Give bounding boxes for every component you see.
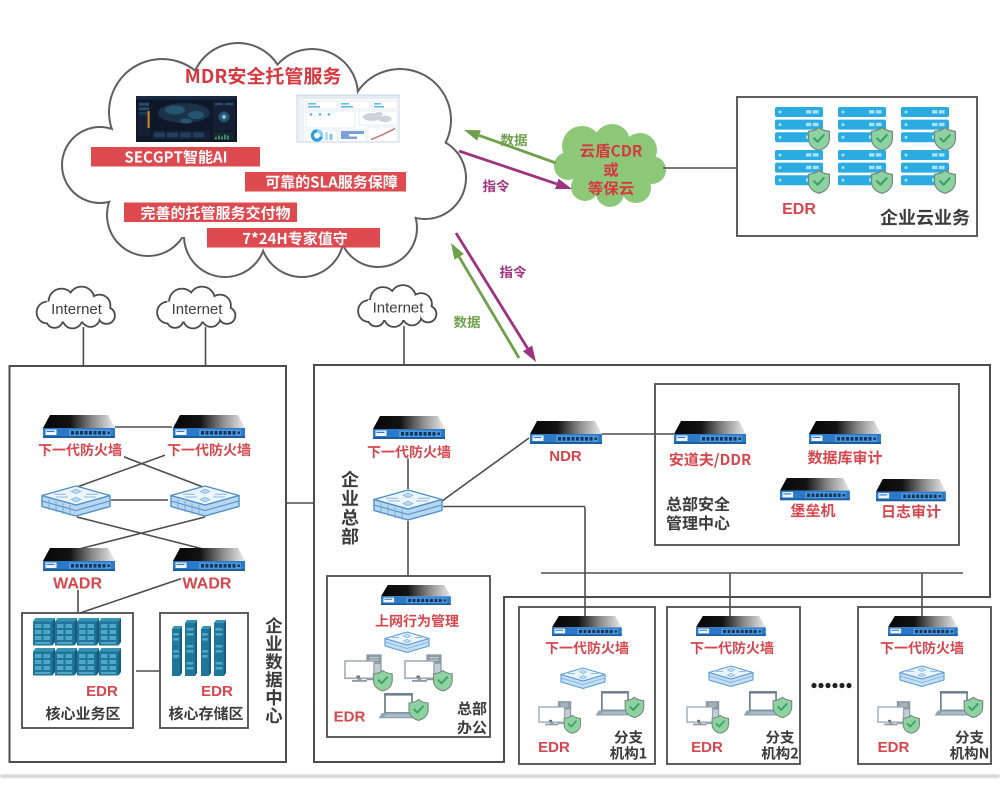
svg-text:EDR: EDR xyxy=(878,739,910,756)
svg-text:Internet: Internet xyxy=(172,301,224,318)
svg-text:EDR: EDR xyxy=(782,201,816,218)
svg-text:EDR: EDR xyxy=(691,739,723,756)
svg-text:Internet: Internet xyxy=(373,300,425,317)
svg-text:WADR: WADR xyxy=(183,576,232,593)
svg-text:Internet: Internet xyxy=(51,301,103,318)
svg-text:WADR: WADR xyxy=(53,576,102,593)
svg-text:EDR: EDR xyxy=(201,683,233,700)
svg-text:EDR: EDR xyxy=(86,683,118,700)
svg-text:EDR: EDR xyxy=(538,739,570,756)
svg-text:NDR: NDR xyxy=(549,448,582,465)
svg-text:EDR: EDR xyxy=(334,709,366,726)
